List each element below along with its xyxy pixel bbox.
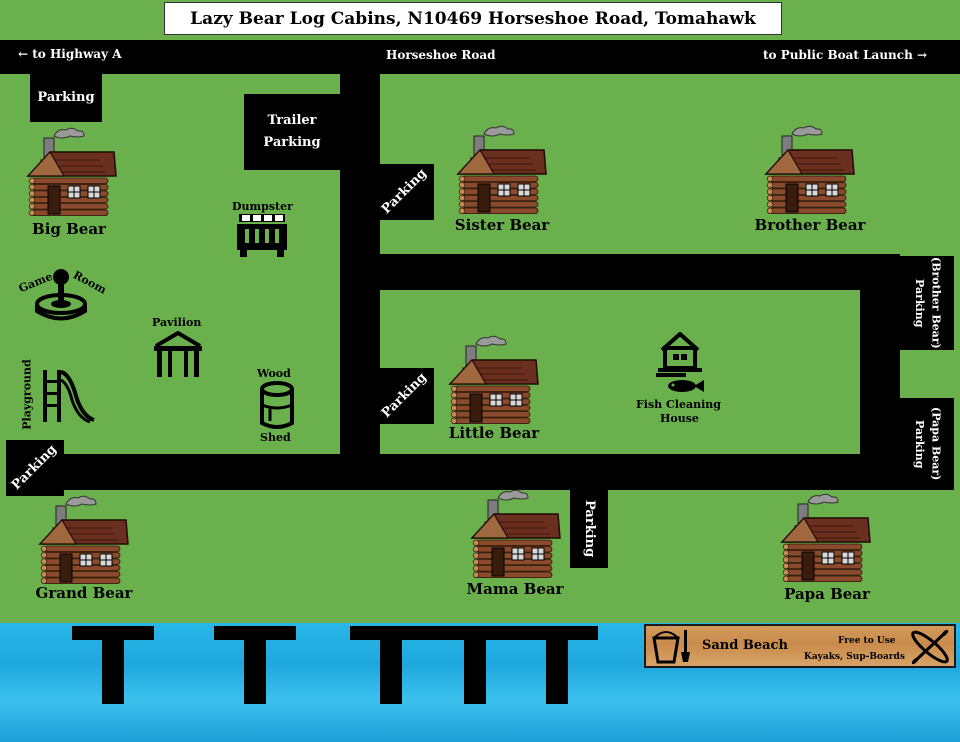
cabin-little-bear-label: Little Bear: [448, 424, 540, 442]
cabin-little-bear-icon: [448, 335, 539, 424]
cabin-brother-bear-label: Brother Bear: [754, 216, 866, 234]
parking-mama-bear: Parking: [570, 490, 608, 568]
dock-3-post-a: [380, 640, 402, 704]
lower-road: [50, 454, 900, 490]
parking-label: Parking: [913, 278, 926, 328]
cabin-grand-bear-icon: [38, 495, 129, 584]
cabin-big-bear-label: Big Bear: [32, 220, 106, 238]
sand-beach-sign: Sand Beach Free to Use Kayaks, Sup-Board…: [644, 624, 956, 668]
fish-cleaning-label-1: Fish Cleaning: [636, 398, 721, 411]
dock-2-post: [244, 640, 266, 704]
cabin-sister-bear-label: Sister Bear: [454, 216, 550, 234]
parking-grand-bear: Parking: [6, 440, 64, 496]
cabin-brother-bear-icon: [764, 125, 855, 214]
playground-label: Playground: [20, 359, 34, 430]
slide-icon: [43, 370, 95, 424]
dock-2: [214, 626, 296, 640]
parking-label: Parking: [379, 370, 431, 422]
cabin-big-bear-icon: [26, 127, 117, 216]
pavilion-icon: [154, 331, 202, 377]
parking-label: Parking: [581, 500, 597, 558]
center-road: [340, 74, 380, 484]
fish-cleaning-label-2: House: [660, 412, 699, 425]
dock-3-post-c: [546, 640, 568, 704]
parking-label: Parking: [9, 442, 61, 494]
parking-little-bear: Parking: [376, 368, 434, 424]
wood-shed-icon: [260, 381, 294, 429]
horseshoe-road: [0, 40, 960, 74]
dock-3-post-b: [464, 640, 486, 704]
trailer-label-2: Parking: [263, 135, 321, 150]
fish-cleaning-house-icon: [656, 332, 704, 392]
parking-papa-bear: Parking (Papa Bear): [900, 398, 954, 490]
dock-3: [350, 626, 598, 640]
parking-label: Parking: [913, 419, 926, 469]
pavilion-label: Pavilion: [152, 316, 202, 329]
shed-label: Shed: [260, 431, 291, 444]
cabin-grand-bear-label: Grand Bear: [35, 584, 133, 602]
dumpster-icon: [237, 214, 287, 257]
cabin-papa-bear-label: Papa Bear: [784, 585, 870, 603]
parking-brother-bear: Parking (Brother Bear): [900, 256, 954, 350]
road-name: Horseshoe Road: [386, 48, 496, 62]
sand-beach-label: Sand Beach: [702, 638, 788, 653]
free-to-use-label: Free to Use: [838, 636, 896, 646]
dock-1-post: [102, 640, 124, 704]
parking-sister-bear: Parking: [376, 164, 434, 220]
kayaks-label: Kayaks, Sup-Boards: [804, 652, 905, 662]
cabin-sister-bear-icon: [456, 125, 547, 214]
bucket-shovel-icon: [652, 630, 690, 664]
trailer-parking: Trailer Parking: [244, 94, 340, 170]
dumpster-label: Dumpster: [232, 200, 293, 213]
cabin-papa-bear-icon: [780, 493, 871, 582]
boat-launch-direction: to Public Boat Launch →: [763, 48, 928, 62]
highway-a-direction: ← to Highway A: [18, 47, 122, 61]
cabin-mama-bear-icon: [470, 489, 561, 578]
trailer-label-1: Trailer: [267, 112, 317, 128]
parking-big-bear: Parking: [30, 74, 102, 122]
cabin-mama-bear-label: Mama Bear: [466, 580, 564, 598]
dock-1: [72, 626, 154, 640]
map-title: Lazy Bear Log Cabins, N10469 Horseshoe R…: [164, 2, 782, 35]
middle-road: [380, 254, 900, 290]
wood-label: Wood: [257, 367, 291, 380]
parking-label: Parking: [37, 90, 95, 106]
kayak-icon: [911, 629, 949, 665]
parking-sublabel-papa: (Papa Bear): [929, 407, 943, 481]
parking-label: Parking: [379, 166, 431, 218]
parking-sublabel-brother: (Brother Bear): [929, 257, 943, 349]
joystick-icon: [35, 269, 87, 321]
